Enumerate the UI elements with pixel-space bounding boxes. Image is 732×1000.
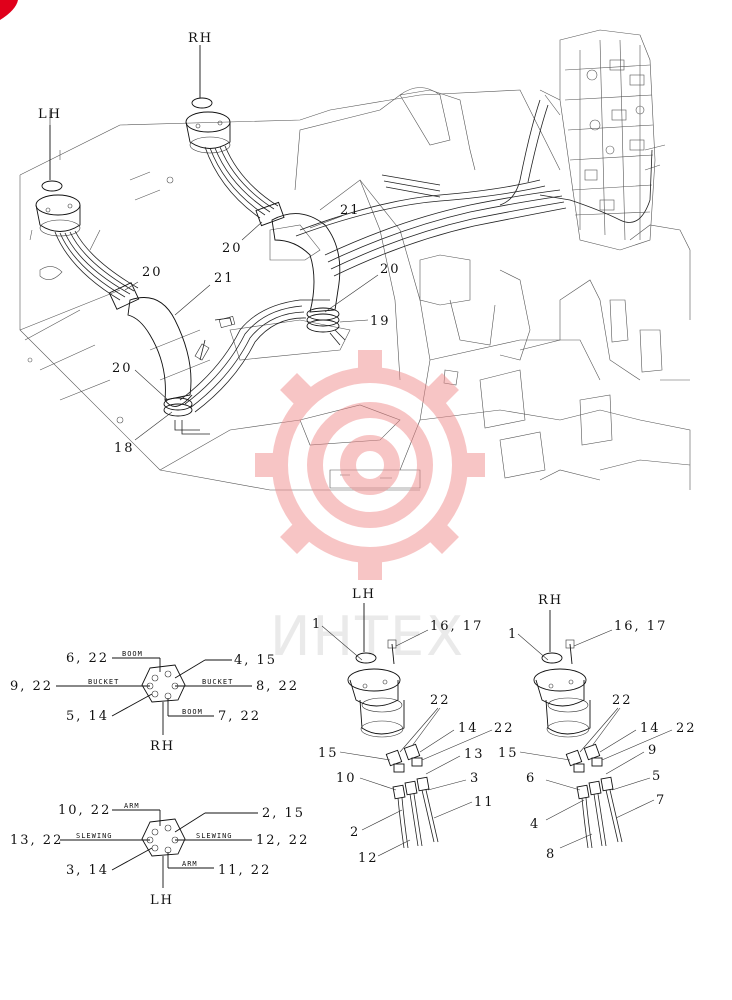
callout-20-upper: 20 [222, 241, 243, 256]
lh-callout-15: 15 [318, 746, 339, 761]
lh-callout-1: 1 [312, 617, 322, 632]
lh-callout-13: 13 [464, 747, 485, 762]
rh-callout-9: 9 [648, 743, 658, 758]
rh-callout-1: 1 [508, 627, 518, 642]
chassis-frame-drawing [19, 29, 691, 491]
rh-label-4-15: 4, 15 [234, 653, 277, 668]
lh-callout-22b: 22 [494, 721, 515, 736]
rh-bucket-left: BUCKET [88, 678, 119, 686]
rh-label-6-22: 6, 22 [66, 651, 109, 666]
rh-callout-7: 7 [656, 793, 666, 808]
callout-21-left: 21 [214, 271, 235, 286]
lh-exploded-detail: LH 1 16, 17 22 14 22 15 13 [312, 587, 515, 866]
rh-callout-4: 4 [530, 817, 540, 832]
rh-port-diagram: RH BOOM 6, 22 BUCKET 9, 22 5, 14 4, 15 B… [10, 650, 299, 754]
rh-callout-5: 5 [652, 769, 662, 784]
rh-diagram-bottom-label: RH [150, 739, 175, 754]
lh-diagram-bottom-label: LH [150, 893, 174, 908]
rh-callout-22b: 22 [676, 721, 697, 736]
lh-label-10-22: 10, 22 [58, 803, 111, 818]
callout-18: 18 [114, 441, 135, 456]
lh-callout-2: 2 [350, 825, 360, 840]
lh-arm-bottom: ARM [182, 860, 198, 868]
rh-callout-8: 8 [546, 847, 556, 862]
rh-label-5-14: 5, 14 [66, 709, 109, 724]
lh-label-11-22: 11, 22 [218, 863, 271, 878]
lh-callout-22a: 22 [430, 693, 451, 708]
lh-detail-title: LH [352, 587, 376, 602]
rh-boom-top: BOOM [122, 650, 143, 658]
callout-21-right: 21 [340, 203, 361, 218]
rh-callout-6: 6 [526, 771, 536, 786]
rh-exploded-detail: RH 1 16, 17 22 14 22 15 9 [498, 593, 697, 862]
lh-joystick-drawing [35, 125, 81, 237]
lh-callout-3: 3 [470, 771, 480, 786]
rh-joystick-drawing [185, 45, 231, 154]
rh-callout-22a: 22 [612, 693, 633, 708]
lh-callout-14: 14 [458, 721, 479, 736]
watermark-text: ИНТЕХ [270, 605, 465, 668]
rh-bucket-right: BUCKET [202, 678, 233, 686]
rh-callout-15: 15 [498, 746, 519, 761]
lh-label-12-22: 12, 22 [256, 833, 309, 848]
rh-callout-14: 14 [640, 721, 661, 736]
hose-bundle-drawing [35, 45, 653, 435]
rh-label-7-22: 7, 22 [218, 709, 261, 724]
lh-slewing-right: SLEWING [196, 832, 233, 840]
rh-detail-title: RH [538, 593, 563, 608]
lh-callout-16-17: 16, 17 [430, 619, 483, 634]
rh-boom-bottom: BOOM [182, 708, 203, 716]
lh-callout-10: 10 [336, 771, 357, 786]
lh-label-2-15: 2, 15 [262, 806, 305, 821]
label-rh-top: RH [188, 31, 213, 46]
lh-slewing-left: SLEWING [76, 832, 113, 840]
callout-20-lower: 20 [112, 361, 133, 376]
corner-mark [0, 0, 18, 20]
lh-label-13-22: 13, 22 [10, 833, 63, 848]
callout-20-left: 20 [142, 265, 163, 280]
rh-callout-16-17: 16, 17 [614, 619, 667, 634]
label-lh-top: LH [38, 107, 62, 122]
rh-label-8-22: 8, 22 [256, 679, 299, 694]
upper-callouts: LH RH 20 21 21 20 20 19 20 18 [38, 31, 401, 456]
watermark-logo: ИНТЕХ [255, 350, 485, 668]
lh-port-diagram: LH ARM 10, 22 SLEWING 13, 22 3, 14 2, 15… [10, 802, 309, 908]
rh-label-9-22: 9, 22 [10, 679, 53, 694]
lh-callout-12: 12 [358, 851, 379, 866]
lh-label-3-14: 3, 14 [66, 863, 109, 878]
callout-20-right: 20 [380, 262, 401, 277]
lh-callout-11: 11 [474, 795, 495, 810]
callout-19: 19 [370, 314, 391, 329]
lh-arm-top: ARM [124, 802, 140, 810]
